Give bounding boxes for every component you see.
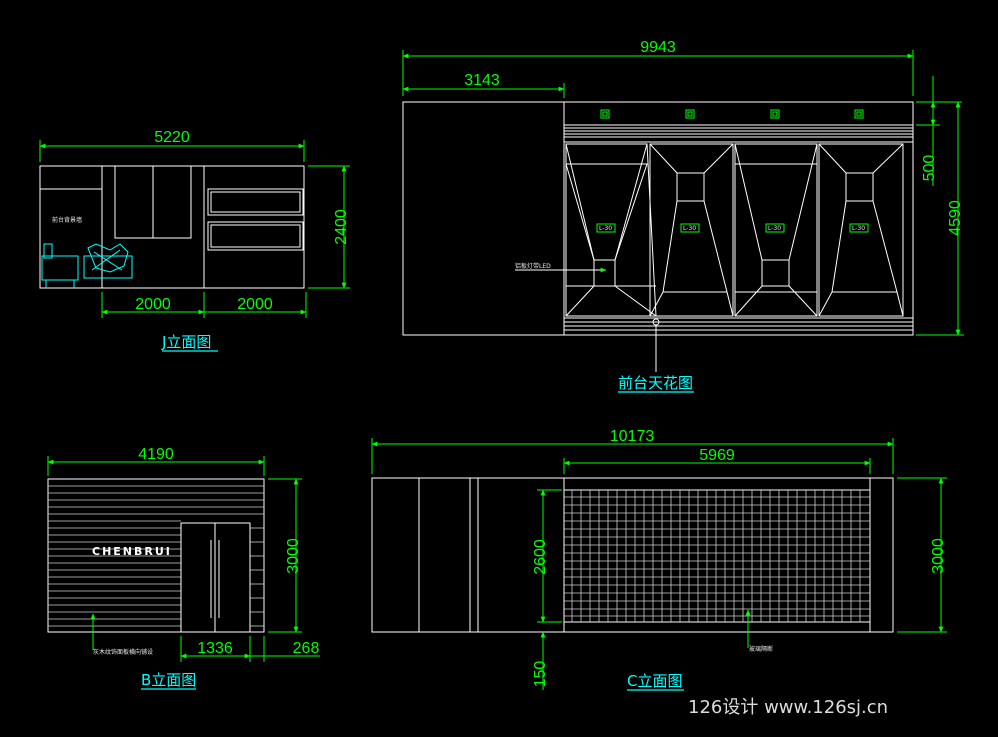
- j-width-dimension: 5220: [39, 129, 305, 162]
- b-elevation-title: B立面图: [141, 671, 196, 689]
- ceiling-left-label: 3143: [464, 72, 500, 89]
- c-note: 玻璃隔断: [749, 645, 773, 653]
- c-height-dimension: 3000: [897, 477, 947, 633]
- b-door-label: 1336: [197, 640, 233, 657]
- j-elevation: 5220 前台背景墙 2400: [39, 129, 350, 352]
- light-tag-3: L-30: [768, 225, 781, 232]
- c-panel-label: 5969: [699, 447, 735, 464]
- c-glass-grid: [564, 490, 870, 622]
- j-seg1-label: 2000: [135, 296, 171, 313]
- c-width-dimension: 10173 5969: [371, 428, 894, 474]
- j-panel-top: [207, 188, 304, 216]
- ceiling-light-tags: L-30 L-30 L-30 L-30: [596, 223, 869, 233]
- c-elevation-title: C立面图: [627, 672, 682, 690]
- j-width-label: 5220: [154, 129, 190, 146]
- b-height-label: 3000: [285, 538, 302, 574]
- light-tag-4: L-30: [852, 225, 865, 232]
- c-glass-partition: [563, 489, 871, 623]
- b-note: 灰木纹饰面板横向铺设: [93, 648, 153, 656]
- b-wood-grain: [48, 485, 264, 627]
- j-seg2-label: 2000: [237, 296, 273, 313]
- j-elevation-title: J立面图: [161, 333, 211, 351]
- c-height-label: 3000: [930, 538, 947, 574]
- b-bottom-dimensions: 1336 268: [180, 636, 320, 662]
- ceiling-height-dimensions: 500 4590: [916, 76, 964, 336]
- ceiling-height-label: 4590: [947, 200, 964, 236]
- c-elevation: 10173 5969: [371, 428, 947, 691]
- c-left-dimensions: 2600 150: [532, 489, 562, 690]
- b-width-dimension: 4190: [47, 446, 265, 476]
- b-side-label: 268: [293, 640, 320, 657]
- b-height-dimension: 3000: [268, 478, 302, 633]
- light-tag-1: L-30: [599, 225, 612, 232]
- ceiling-note: 铝板灯带LED: [515, 262, 551, 270]
- j-panel-bottom: [207, 221, 304, 251]
- ceiling-width-label: 9943: [640, 39, 676, 56]
- j-sofa: [41, 243, 133, 288]
- c-wall-outline: [371, 477, 894, 633]
- c-base-label: 150: [532, 661, 549, 688]
- j-height-dimension: 2400: [308, 165, 350, 289]
- ceiling-coffers: [565, 143, 904, 317]
- j-wall-outline: [39, 165, 305, 289]
- watermark: 126设计 www.126sj.cn: [688, 697, 888, 718]
- j-bottom-dimensions: 2000 2000: [101, 292, 307, 318]
- ceiling-width-dimension: 9943 3143: [402, 39, 914, 98]
- b-wall-outline: [47, 478, 265, 633]
- b-brand-logo: CHENBRUI: [92, 545, 172, 558]
- ceiling-downlights: [600, 109, 864, 119]
- j-note: 前台背景墙: [52, 216, 82, 224]
- j-height-label: 2400: [333, 209, 350, 245]
- light-tag-2: L-30: [683, 225, 696, 232]
- ceiling-outline: [402, 101, 914, 336]
- ceiling-plan: 9943 3143: [402, 39, 964, 393]
- ceiling-title: 前台天花图: [618, 374, 693, 392]
- c-width-label: 10173: [610, 428, 655, 445]
- b-width-label: 4190: [138, 446, 174, 463]
- b-elevation: 4190 CHENBRUI 灰木纹饰面板横向铺设: [47, 446, 320, 690]
- ceiling-band-label: 500: [921, 155, 938, 182]
- c-inner-height-label: 2600: [532, 539, 549, 575]
